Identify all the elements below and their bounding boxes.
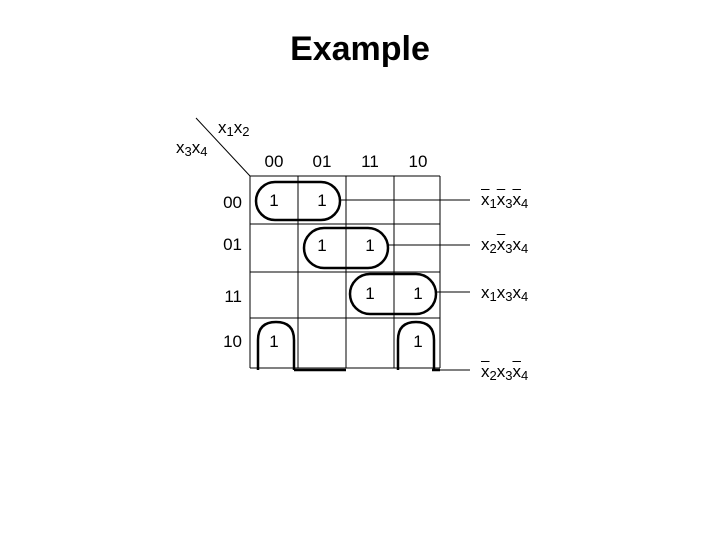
- group-loop: [256, 320, 296, 370]
- karnaugh-grid: [249, 175, 441, 369]
- cell-value: 1: [317, 191, 327, 210]
- group-loop: [396, 320, 436, 370]
- page-title: Example: [290, 30, 430, 68]
- cell-value: 1: [269, 332, 279, 351]
- row-header: 10: [223, 332, 242, 351]
- row-header: 00: [223, 193, 242, 212]
- column-header: 11: [361, 152, 379, 171]
- column-header: 10: [408, 152, 428, 171]
- column-header: 01: [312, 152, 332, 171]
- group-loop: [254, 180, 342, 222]
- product-term: x1x3x4: [481, 190, 529, 211]
- product-term: x2x3x4: [481, 235, 529, 256]
- row-header: 11: [224, 287, 242, 306]
- cell-value: 1: [365, 236, 375, 255]
- row-header: 01: [223, 235, 242, 254]
- product-term: x1x3x4: [481, 283, 529, 304]
- group-loop: [348, 272, 438, 316]
- cell-value: 1: [413, 284, 423, 303]
- row-variables-label: x3x4: [176, 138, 208, 159]
- cell-value: 1: [317, 236, 327, 255]
- column-header: 00: [264, 152, 284, 171]
- cell-value: 1: [269, 191, 279, 210]
- cell-value: 1: [365, 284, 375, 303]
- product-term: x2x3x4: [481, 362, 529, 383]
- group-loop: [302, 226, 390, 270]
- cell-value: 1: [413, 332, 423, 351]
- column-variables-label: x1x2: [218, 118, 250, 139]
- corner-diagonal: [195, 117, 251, 177]
